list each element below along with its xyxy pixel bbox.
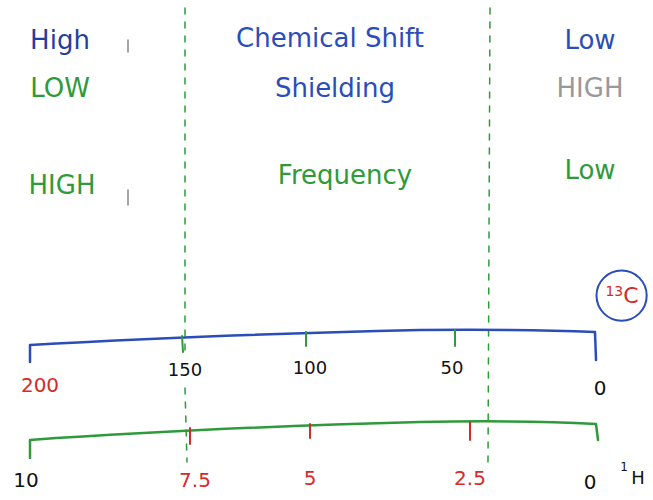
nucleus-circle: 13C: [595, 269, 648, 322]
axis-label: 50: [441, 358, 464, 378]
axis-label: LOW: [30, 74, 90, 103]
axis-label: H: [631, 468, 645, 488]
axis-label: Low: [564, 156, 615, 185]
guide-mark: [127, 40, 129, 205]
axis-label: 100: [293, 358, 327, 378]
axis-label: 10: [13, 469, 38, 491]
axis-label: HIGH: [29, 171, 96, 200]
axis-label: High: [30, 26, 90, 55]
axis-label: 5: [304, 467, 317, 489]
nucleus-label: C: [623, 283, 638, 308]
axis-tick: [182, 330, 455, 352]
nucleus-label: 13: [605, 283, 623, 299]
axis-label: Chemical Shift: [236, 24, 424, 53]
axis-label: 1: [620, 461, 628, 474]
proton-axis: [30, 421, 598, 458]
axis-label: HIGH: [557, 74, 624, 103]
axis-label: 0: [584, 471, 597, 493]
axis-label: Low: [564, 26, 615, 55]
axis-label: 2.5: [454, 467, 486, 489]
axis-tick: [190, 422, 470, 444]
axis-label: 0: [594, 377, 607, 399]
axis-label: Frequency: [278, 161, 412, 190]
guide-line: [185, 8, 187, 462]
circle-outline: [597, 271, 647, 321]
axis-label: Shielding: [275, 74, 395, 103]
axis-label: 150: [168, 360, 202, 380]
guide-line: [488, 8, 490, 462]
axis-label: 200: [21, 374, 59, 396]
axis-label: 7.5: [179, 469, 211, 491]
